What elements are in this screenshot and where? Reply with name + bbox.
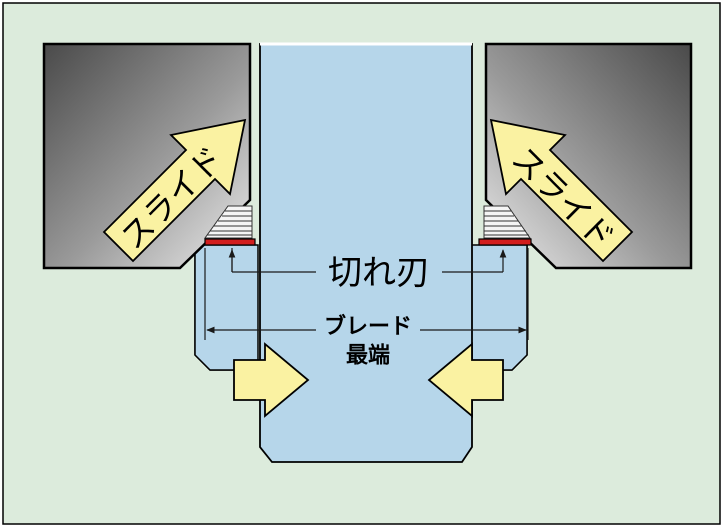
slide-arrow-left: [102, 118, 247, 263]
push-arrow-left: [233, 342, 310, 418]
blade-tip-label-line2: 最端: [346, 344, 390, 369]
blade-housing-fill-right: [464, 244, 528, 371]
push-arrow-right: [427, 342, 504, 418]
cutting-edge-teeth-right: [483, 205, 531, 239]
edge-accent-right: [478, 238, 532, 246]
cutting-edge-label: 切れ刃: [328, 253, 430, 293]
blade-tip-dimension: [204, 248, 529, 340]
edge-accent-left: [204, 238, 256, 246]
cutting-edge-dimension: [228, 248, 507, 273]
slide-arrow-right: [489, 118, 634, 263]
cutting-edge-teeth-left: [204, 205, 253, 239]
slide-block-right: [484, 42, 693, 270]
blade-tip-label-line1: ブレード: [324, 314, 412, 340]
